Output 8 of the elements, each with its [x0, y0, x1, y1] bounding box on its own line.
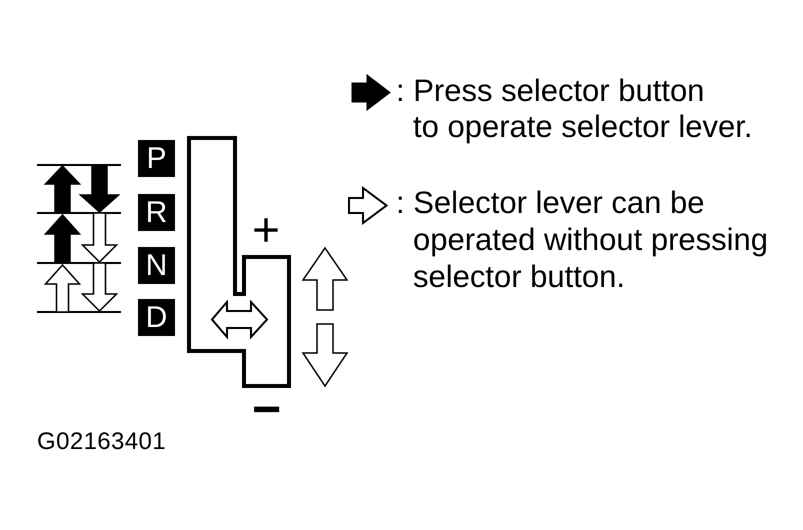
gear-position-box: D	[138, 299, 175, 336]
plus-sign: +	[252, 207, 280, 255]
gear-position-box: P	[138, 140, 175, 177]
gear-position-box: R	[138, 194, 175, 231]
figure-number: G02163401	[37, 428, 166, 456]
minus-sign: −	[252, 384, 282, 434]
gear-position-box: N	[138, 247, 175, 284]
legend-text: : Selector lever can be operated without pressing selector button.	[396, 184, 770, 295]
